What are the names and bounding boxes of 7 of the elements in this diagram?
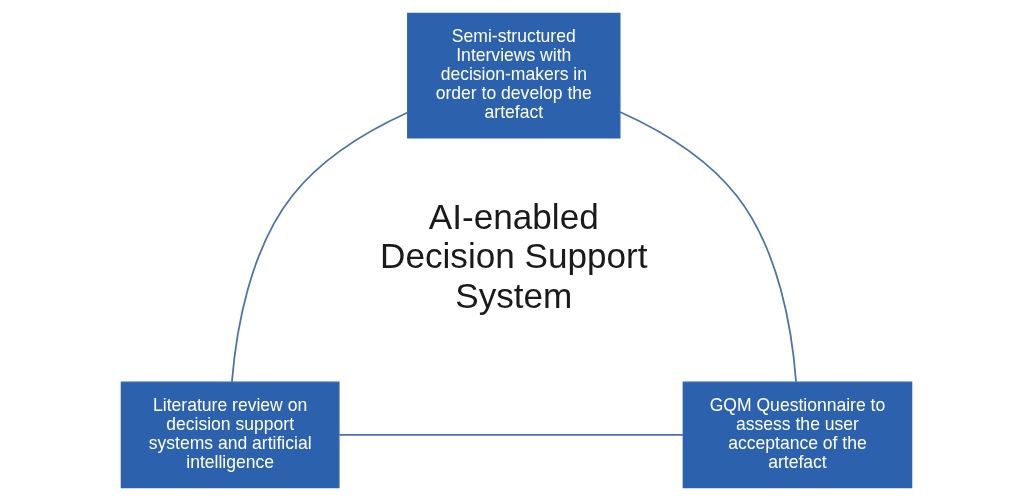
node-box: Semi-structured Interviews with decision-makers in order to develop the artefact: [406, 12, 620, 139]
connector: [618, 111, 797, 383]
connector: [230, 111, 409, 383]
node-box: GQM Questionnaire to assess the user acceptance of the artefact: [682, 381, 912, 489]
connector: [337, 434, 684, 436]
label: AI-enabled Decision Support System: [379, 197, 647, 315]
node-box: Literature review on decision support systems and artificial intelligence: [120, 381, 340, 489]
